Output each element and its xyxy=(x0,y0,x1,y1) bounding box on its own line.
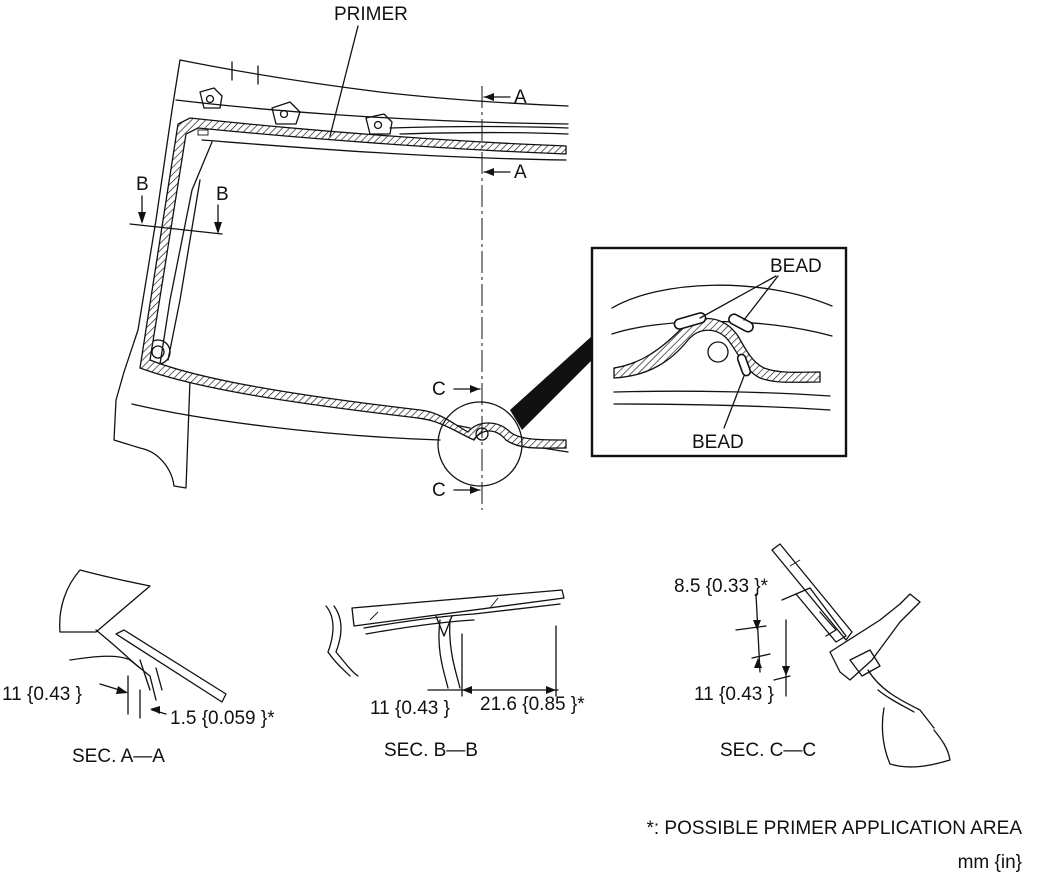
detail-circle xyxy=(437,336,592,487)
small-tab xyxy=(197,129,209,136)
sec-cc-title: SEC. C—C xyxy=(720,740,816,761)
dim-cc-11: 11 {0.43 } xyxy=(694,684,774,705)
section-b-marker: B B xyxy=(129,174,229,235)
molding-clip-3 xyxy=(365,113,393,135)
dim-bb-11: 11 {0.43 } xyxy=(370,698,450,719)
primer-band xyxy=(139,117,567,449)
primer-leader xyxy=(329,25,359,137)
section-c-marker: C C xyxy=(432,379,481,501)
sec-aa-title: SEC. A—A xyxy=(72,746,165,767)
section-c-label-bottom: C xyxy=(432,480,446,501)
units-note: mm {in} xyxy=(958,852,1022,873)
detail-connector xyxy=(510,336,592,430)
molding-clip-2 xyxy=(271,101,301,125)
section-aa-drawing: 11 {0.43 } 1.5 {0.059 }* SEC. A—A xyxy=(2,569,275,767)
section-b-label-right: B xyxy=(216,184,229,205)
section-bb-drawing: 11 {0.43 } 21.6 {0.85 }* SEC. B—B xyxy=(325,589,585,761)
sec-bb-title: SEC. B—B xyxy=(384,740,478,761)
bead-detail-box: BEAD BEAD xyxy=(590,246,848,458)
bead-label-bottom: BEAD xyxy=(692,432,744,453)
section-cc-drawing: 8.5 {0.33 }* 11 {0.43 } SEC. C—C xyxy=(674,543,951,768)
primer-label: PRIMER xyxy=(334,4,408,25)
molding-clip-1 xyxy=(199,87,223,109)
dim-aa-11: 11 {0.43 } xyxy=(2,684,82,705)
section-a-label-bottom: A xyxy=(514,162,527,183)
footnote-primer-area: *: POSSIBLE PRIMER APPLICATION AREA xyxy=(646,818,1022,839)
dim-bb-21-6: 21.6 {0.85 }* xyxy=(480,694,585,715)
section-c-label-top: C xyxy=(432,379,446,400)
section-a-label-top: A xyxy=(514,87,527,108)
dim-aa-1-5: 1.5 {0.059 }* xyxy=(170,708,275,729)
dim-cc-8-5: 8.5 {0.33 }* xyxy=(674,576,769,597)
section-a-marker: A A xyxy=(481,86,527,510)
section-b-label-left: B xyxy=(136,174,149,195)
bead-label-top: BEAD xyxy=(770,256,822,277)
